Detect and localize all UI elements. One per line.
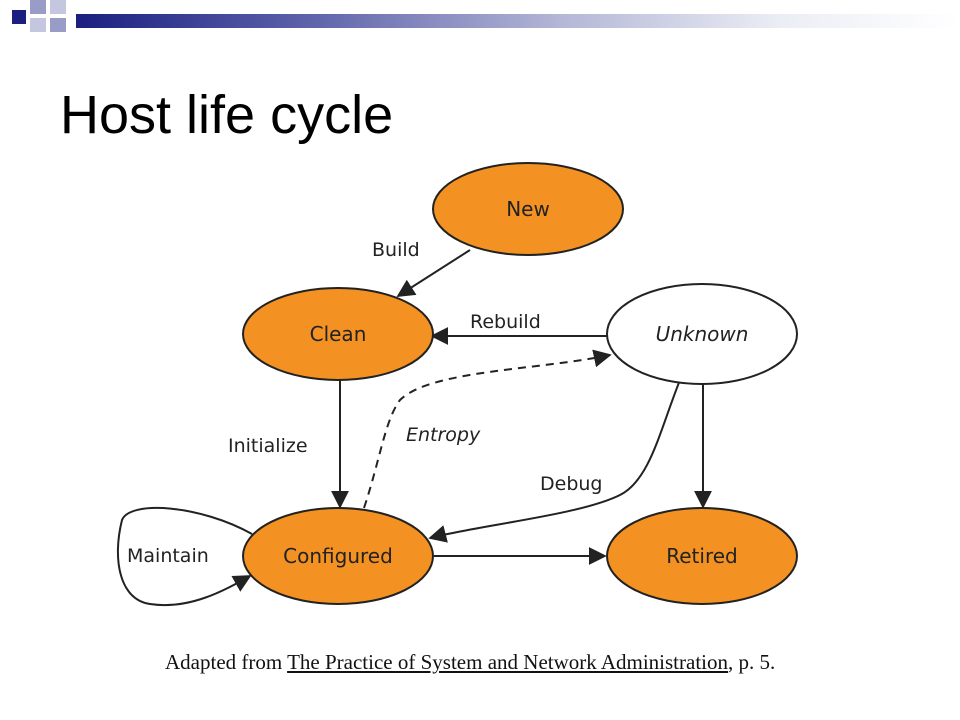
state-clean-label: Clean (310, 322, 367, 346)
state-clean: Clean (242, 287, 434, 381)
label-maintain: Maintain (127, 545, 209, 567)
state-new: New (432, 162, 624, 256)
edge-entropy (363, 349, 612, 509)
caption-prefix: Adapted from (165, 650, 288, 674)
label-build: Build (372, 239, 420, 261)
decor-square-light (30, 0, 46, 14)
header-decoration (0, 0, 960, 40)
decor-square-light (50, 18, 66, 32)
state-unknown-label: Unknown (656, 322, 749, 346)
decor-square-dark (12, 10, 26, 24)
decor-square-light (30, 18, 46, 32)
state-retired: Retired (606, 507, 798, 605)
label-initialize: Initialize (228, 435, 308, 457)
state-configured: Configured (242, 507, 434, 605)
edge-build (396, 249, 471, 297)
label-rebuild: Rebuild (470, 311, 541, 333)
label-entropy: Entropy (406, 424, 481, 446)
caption-book-title: The Practice of System and Network Admin… (287, 650, 729, 674)
state-unknown: Unknown (606, 283, 798, 385)
label-debug: Debug (540, 473, 602, 495)
edge-debug (428, 379, 681, 543)
state-configured-label: Configured (283, 544, 393, 568)
decor-square-light (50, 0, 66, 14)
header-gradient-band (76, 14, 960, 28)
caption-suffix: , p. 5. (728, 650, 776, 674)
source-caption: Adapted from The Practice of System and … (165, 650, 775, 675)
slide-title: Host life cycle (60, 85, 394, 145)
state-retired-label: Retired (666, 544, 737, 568)
edge-maintain (116, 506, 253, 607)
state-new-label: New (506, 197, 550, 221)
